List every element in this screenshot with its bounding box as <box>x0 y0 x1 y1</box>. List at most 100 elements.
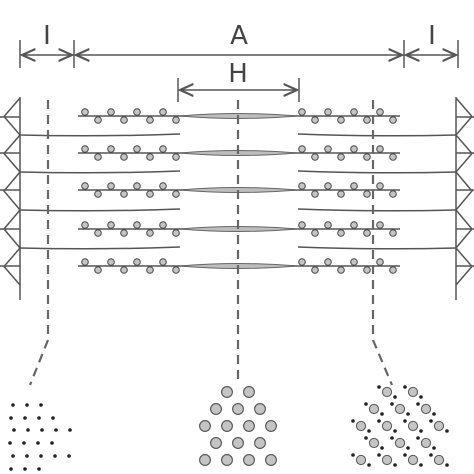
myosin-head <box>146 116 154 124</box>
actin-dot <box>25 454 29 458</box>
myosin-head <box>133 145 141 153</box>
actin-filament-right-3 <box>297 208 457 212</box>
myosin-head <box>324 182 332 190</box>
actin-dot <box>377 453 381 457</box>
myosin-head <box>311 266 319 274</box>
myosin-head <box>324 258 332 266</box>
myosin-head <box>324 221 332 229</box>
myosin-head <box>311 229 319 237</box>
myosin-head <box>363 190 371 198</box>
myosin-head <box>376 182 384 190</box>
myosin-head <box>133 182 141 190</box>
actin-dot <box>429 453 433 457</box>
actin-dot <box>23 467 27 471</box>
myosin-head <box>172 266 180 274</box>
myosin-head <box>337 153 345 161</box>
myosin-filament-3 <box>78 182 400 198</box>
myosin-circle <box>221 420 233 432</box>
myosin-head <box>337 190 345 198</box>
myosin-head <box>120 266 128 274</box>
myosin-head <box>337 229 345 237</box>
myosin-head <box>389 229 397 237</box>
myosin-head <box>389 266 397 274</box>
actin-dot <box>351 453 355 457</box>
myosin-head <box>133 258 141 266</box>
a-band-label: A <box>230 21 248 51</box>
actin-dot <box>403 385 407 389</box>
myosin-head <box>94 266 102 274</box>
myosin-head <box>107 221 115 229</box>
myosin-head <box>298 221 306 229</box>
myosin-head <box>159 145 167 153</box>
myosin-head <box>298 258 306 266</box>
actin-dot <box>432 412 436 416</box>
myosin-circle <box>221 386 233 398</box>
actin-dot <box>39 454 43 458</box>
actin-dot <box>416 402 420 406</box>
myosin-head <box>389 153 397 161</box>
myosin-circle <box>433 420 445 432</box>
actin-dot <box>367 463 371 467</box>
myosin-head <box>172 229 180 237</box>
myosin-head <box>389 116 397 124</box>
actin-dot <box>9 416 13 420</box>
myosin-filament-5 <box>78 258 400 274</box>
myosin-head <box>376 221 384 229</box>
myosin-head <box>389 190 397 198</box>
actin-dot <box>403 419 407 423</box>
myosin-head <box>350 221 358 229</box>
actin-dot <box>367 429 371 433</box>
z-discs <box>0 97 474 300</box>
actin-dot <box>37 416 41 420</box>
myosin-circle <box>199 454 211 466</box>
myosin-head <box>376 145 384 153</box>
i-band-right-label: I <box>428 21 436 51</box>
actin-dot <box>11 454 15 458</box>
actin-filament-left-2 <box>19 170 181 174</box>
myosin-head <box>311 190 319 198</box>
myosin-circle <box>355 420 367 432</box>
dashed-guides <box>28 100 394 386</box>
actin-dot <box>68 428 72 432</box>
actin-dot <box>390 436 394 440</box>
actin-dot <box>393 429 397 433</box>
myosin-head <box>146 190 154 198</box>
myosin-head <box>363 153 371 161</box>
band-annotations: I A I H <box>19 21 459 102</box>
guide-overlap <box>371 100 394 386</box>
myosin-circle <box>381 386 393 398</box>
actin-dot <box>429 419 433 423</box>
myosin-circle <box>243 420 255 432</box>
cross-section-i-band <box>8 403 72 471</box>
myosin-head <box>159 258 167 266</box>
i-band-left-label: I <box>43 21 51 51</box>
myosin-circle <box>394 437 406 449</box>
myosin-head <box>133 221 141 229</box>
actin-dot <box>25 403 29 407</box>
actin-dot <box>351 419 355 423</box>
myosin-head <box>81 108 89 116</box>
myosin-circle <box>381 454 393 466</box>
actin-dot <box>403 453 407 457</box>
actin-dot <box>67 454 71 458</box>
myosin-head <box>146 266 154 274</box>
myosin-head <box>146 153 154 161</box>
myosin-head <box>146 229 154 237</box>
actin-dot <box>26 428 30 432</box>
cross-sections <box>8 385 449 471</box>
myosin-head <box>350 145 358 153</box>
myosin-head <box>81 145 89 153</box>
actin-dot <box>432 446 436 450</box>
myosin-circle <box>420 403 432 415</box>
myosin-head <box>81 221 89 229</box>
myosin-circle <box>232 403 244 415</box>
myosin-head <box>350 182 358 190</box>
actin-dot <box>380 446 384 450</box>
myosin-head <box>298 182 306 190</box>
actin-dot <box>23 416 27 420</box>
myosin-circle <box>265 454 277 466</box>
myosin-head <box>159 182 167 190</box>
actin-dot <box>445 429 449 433</box>
myosin-circle <box>232 437 244 449</box>
myosin-head <box>133 108 141 116</box>
